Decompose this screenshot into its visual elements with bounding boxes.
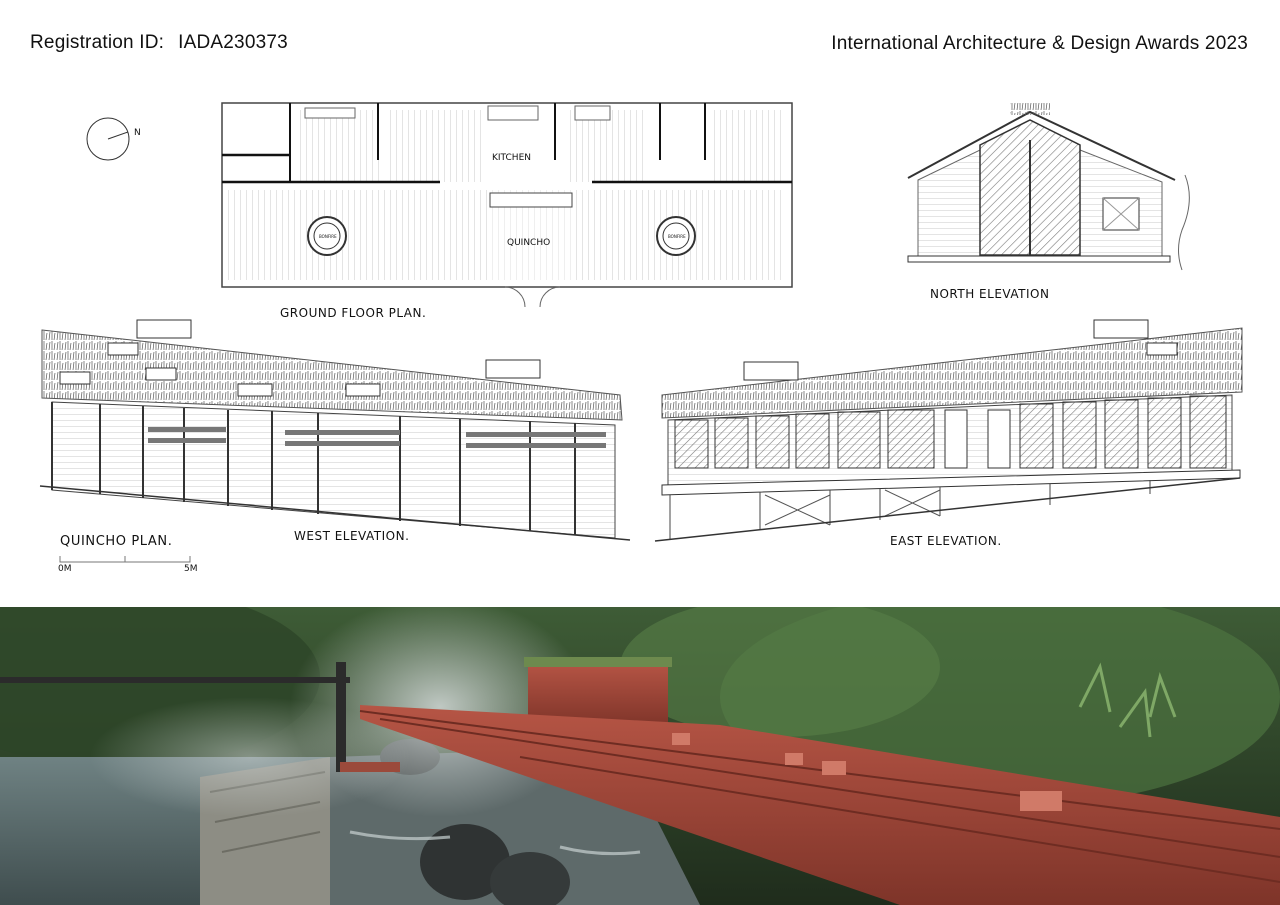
ground-floor-plan-title: GROUND FLOOR PLAN.: [280, 306, 426, 320]
scale-bar: 0M 5M: [58, 556, 198, 574]
room-quincho-label: QUINCHO: [507, 238, 550, 248]
scale-start: 0M: [58, 564, 72, 574]
bonfire-left-label: BONFIRE: [319, 234, 337, 239]
north-arrow-label: N: [134, 128, 141, 138]
quincho-plan-title: QUINCHO PLAN.: [60, 534, 172, 549]
ground-floor-plan: BONFIRE BONFIRE KITCHEN QUINCHO GROUND F…: [221, 102, 793, 320]
registration-id: IADA230373: [178, 32, 288, 53]
bonfire-right-label: BONFIRE: [668, 234, 686, 239]
west-elevation: WEST ELEVATION.: [39, 319, 631, 543]
east-elevation: EAST ELEVATION.: [654, 319, 1243, 548]
registration-label: Registration ID:: [30, 32, 165, 53]
award-title: International Architecture & Design Awar…: [831, 33, 1248, 54]
site-photograph: [0, 607, 1280, 905]
west-elevation-title: WEST ELEVATION.: [294, 529, 409, 543]
north-elevation-title: NORTH ELEVATION: [930, 287, 1049, 301]
architectural-drawings: N BONFIRE BONFIRE KITCHEN QUINCHO GROUND…: [39, 102, 1243, 574]
east-elevation-title: EAST ELEVATION.: [890, 534, 1002, 548]
room-kitchen-label: KITCHEN: [492, 153, 531, 163]
north-arrow: N: [86, 117, 141, 161]
registration-header: Registration ID: IADA230373: [30, 32, 288, 54]
north-elevation: NORTH ELEVATION: [907, 103, 1190, 301]
scale-end: 5M: [184, 564, 198, 574]
